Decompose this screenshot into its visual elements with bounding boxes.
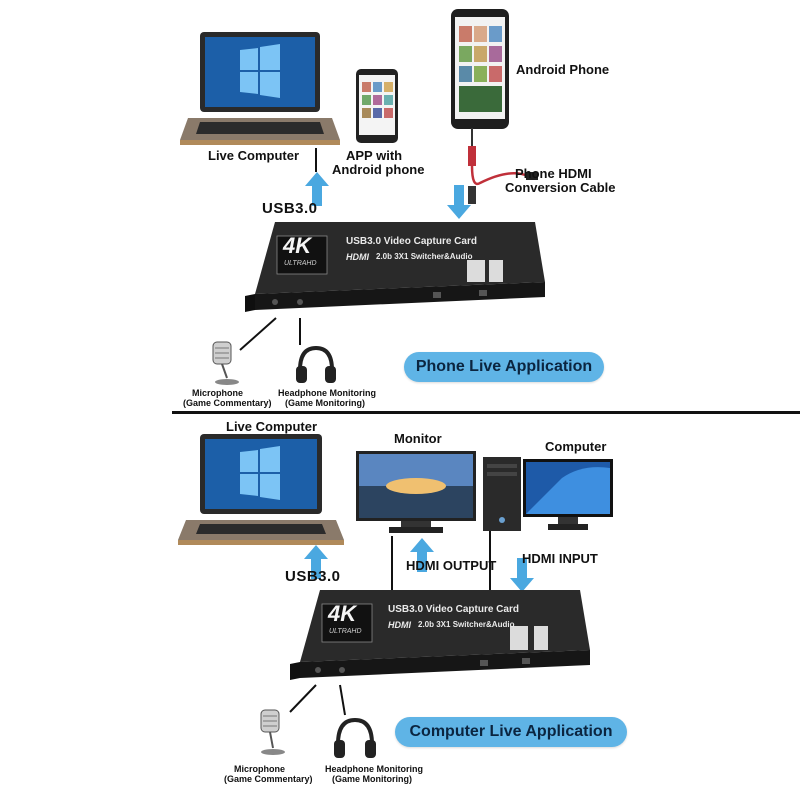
- device-subtitle-bottom: 2.0b 3X1 Switcher&Audio: [418, 620, 515, 629]
- smartphone-icon: [356, 69, 398, 143]
- monitor-icon: [356, 451, 476, 533]
- cable-label-line1: Phone HDMI: [515, 166, 592, 181]
- phone-live-badge: Phone Live Application: [404, 352, 604, 382]
- live-computer-label-bottom: Live Computer: [226, 419, 318, 434]
- laptop-icon-bottom: [178, 434, 344, 545]
- arrow-up-icon: [305, 172, 329, 206]
- microphone-label-bottom: Microphone: [234, 764, 285, 774]
- microphone-sub-bottom: (Game Commentary): [224, 774, 313, 784]
- device-logo-4k: 4K: [283, 233, 312, 258]
- computer-live-badge: Computer Live Application: [395, 717, 627, 747]
- hdmi-cable-icon: [468, 128, 538, 204]
- laptop-icon: [180, 32, 340, 145]
- microphone-label: Microphone: [192, 388, 243, 398]
- microphone-icon-bottom: [260, 709, 285, 755]
- headphone-sub: (Game Monitoring): [285, 398, 365, 408]
- microphone-icon: [212, 341, 239, 385]
- device-subtitle: 2.0b 3X1 Switcher&Audio: [376, 252, 473, 261]
- headphones-icon: [296, 345, 336, 383]
- device-title: USB3.0 Video Capture Card: [346, 236, 477, 247]
- arrow-up-output-icon: [410, 538, 434, 572]
- headphones-icon-bottom: [334, 717, 376, 758]
- usb-label: USB3.0: [262, 200, 318, 217]
- headphone-sub-bottom: (Game Monitoring): [332, 774, 412, 784]
- arrow-down-icon: [447, 185, 471, 219]
- app-label-line2: Android phone: [332, 162, 425, 177]
- device-title-bottom: USB3.0 Video Capture Card: [388, 604, 519, 615]
- headphone-label-bottom: Headphone Monitoring: [325, 764, 423, 774]
- android-phone-label: Android Phone: [516, 62, 610, 77]
- usb-label-bottom: USB3.0: [285, 568, 341, 585]
- arrow-down-input-icon: [510, 558, 534, 592]
- device-hdmi-word-bottom: HDMI: [388, 620, 411, 630]
- live-computer-label: Live Computer: [208, 148, 300, 163]
- device-logo-4k-bottom: 4K: [328, 601, 357, 626]
- hdmi-input-label: HDMI INPUT: [522, 551, 598, 566]
- android-phone-icon: [451, 9, 509, 129]
- cable-label-line2: Conversion Cable: [505, 180, 616, 195]
- computer-label: Computer: [545, 439, 607, 454]
- microphone-sub: (Game Commentary): [183, 398, 272, 408]
- monitor-label: Monitor: [394, 431, 442, 446]
- arrow-up-icon-bottom: [304, 545, 328, 579]
- computer-tower-icon: [483, 457, 521, 531]
- app-label-line1: APP with: [346, 148, 403, 163]
- section-divider: [172, 411, 800, 414]
- hdmi-output-label: HDMI OUTPUT: [406, 558, 497, 573]
- capture-card-device: [245, 222, 545, 312]
- headphone-label: Headphone Monitoring: [278, 388, 376, 398]
- device-logo-ultrahd-bottom: ULTRAHD: [329, 628, 362, 635]
- device-hdmi-word: HDMI: [346, 252, 369, 262]
- capture-card-device-bottom: [290, 590, 590, 680]
- computer-monitor-icon: [523, 459, 613, 530]
- device-logo-ultrahd: ULTRAHD: [284, 260, 317, 267]
